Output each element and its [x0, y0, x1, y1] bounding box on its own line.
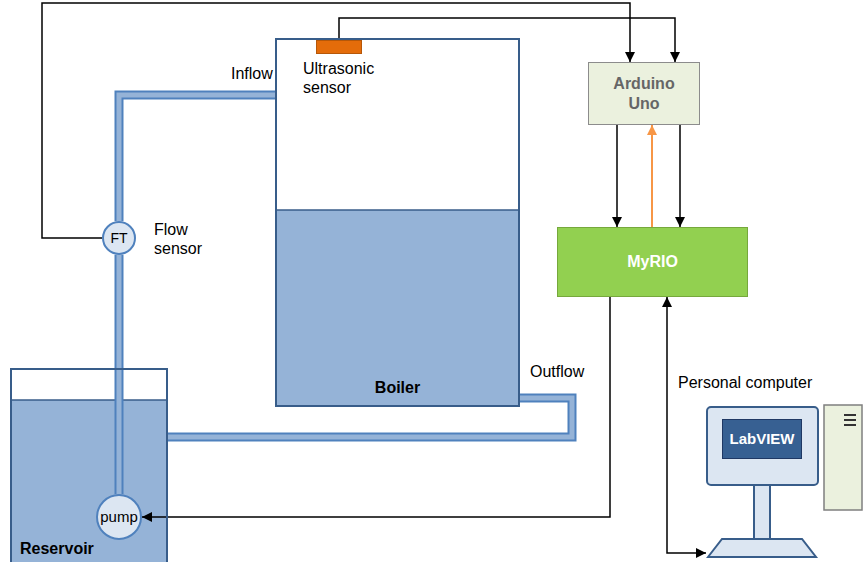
node-label: Boiler	[375, 378, 420, 397]
pipe-label: Outflow	[528, 362, 586, 381]
signal-wire	[680, 125, 681, 227]
node-label: pump	[100, 508, 138, 526]
node-label: MyRIO	[627, 252, 678, 271]
pipe-label: Inflow	[229, 64, 275, 83]
labview-screen: LabVIEW	[722, 419, 802, 459]
water-pipe	[119, 255, 120, 494]
pump-circle: pump	[96, 494, 142, 540]
pipe-wall	[119, 95, 275, 221]
boiler-water	[277, 210, 518, 405]
myrio-box: MyRIO	[557, 227, 748, 297]
boiler-tank: Boiler Ultrasonic sensor	[275, 38, 520, 407]
water-surface	[277, 209, 518, 211]
signal-wire	[339, 18, 675, 62]
reservoir-water	[12, 400, 166, 562]
pc-tower	[824, 405, 862, 510]
water-surface	[12, 399, 166, 401]
pipe-water	[117, 255, 122, 494]
pipe-water	[168, 398, 572, 437]
wire-line	[339, 18, 675, 62]
tower-slot	[844, 419, 856, 421]
arduino-box: Arduino Uno	[588, 62, 700, 125]
reservoir-tank: Reservoir pump	[10, 368, 168, 562]
tower-slot	[844, 424, 856, 426]
monitor	[707, 407, 818, 485]
tower-slot	[844, 414, 856, 416]
signal-wire	[667, 297, 706, 553]
node-caption: Flow sensor	[154, 220, 212, 258]
pipe-water	[119, 95, 275, 221]
flow-sensor: FTFlow sensor	[102, 221, 136, 255]
node-label: Arduino Uno	[604, 74, 684, 112]
wire-line	[142, 297, 610, 517]
node-label: Ultrasonic sensor	[303, 59, 387, 97]
node-label: Personal computer	[678, 373, 812, 392]
node-label: LabVIEW	[729, 430, 794, 448]
signal-wire	[617, 125, 618, 227]
signal-wire	[652, 125, 653, 227]
personal-computer: Personal computerLabVIEW	[706, 395, 866, 562]
ultrasonic-sensor: Ultrasonic sensor	[316, 40, 362, 54]
water-pipe	[168, 398, 572, 437]
water-pipe	[119, 95, 275, 221]
monitor-base	[708, 539, 816, 557]
wire-line	[616, 125, 618, 227]
signal-wire	[142, 297, 610, 517]
wire-line	[667, 297, 706, 553]
wire-line	[651, 125, 653, 227]
monitor-neck	[754, 485, 770, 539]
wire-line	[679, 125, 681, 227]
node-label: FT	[110, 230, 127, 247]
node-label: Reservoir	[20, 539, 94, 558]
pipe-wall	[115, 255, 124, 494]
pipe-wall	[168, 398, 572, 437]
